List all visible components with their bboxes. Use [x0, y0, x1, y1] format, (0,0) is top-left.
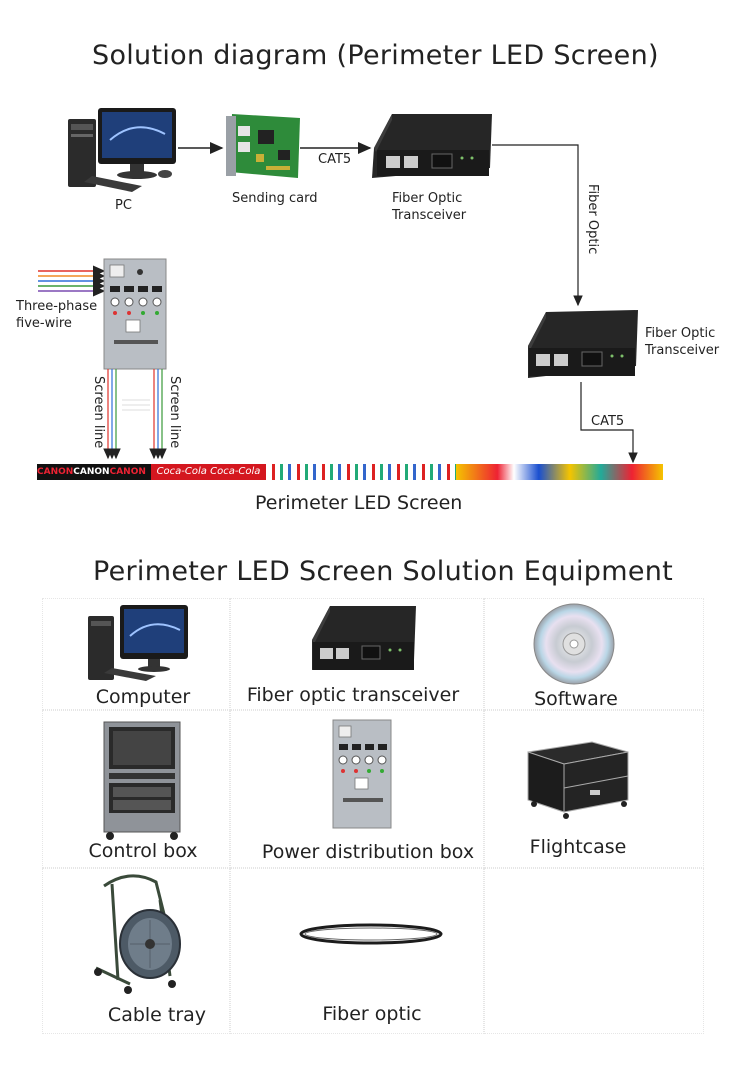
equipment-label-power-box: Power distribution box	[261, 841, 475, 863]
banner-text-5: Coca-Cola	[210, 466, 261, 477]
equipment-label-flightcase: Flightcase	[529, 836, 627, 858]
screen-line-label-right: Screen line	[167, 376, 182, 449]
banner-color-segment	[456, 464, 663, 480]
equipment-cell	[230, 710, 484, 868]
fiber-transceiver-label-1-line2: Transceiver	[392, 208, 467, 223]
equipment-title: Perimeter LED Screen Solution Equipment	[93, 556, 674, 587]
equipment-grid	[42, 598, 704, 1034]
equipment-cell	[484, 868, 704, 1034]
equipment-cell	[484, 710, 704, 868]
fiber-optic-vertical-label: Fiber Optic	[585, 184, 600, 255]
equipment-cell	[230, 598, 484, 710]
equipment-cell	[230, 868, 484, 1034]
fiber-transceiver-label-1-line1: Fiber Optic	[392, 191, 463, 206]
screen-line-label-left: Screen line	[91, 376, 106, 449]
banner-text-1: CANON	[37, 467, 74, 477]
equipment-cell	[42, 598, 230, 710]
equipment-cell	[42, 710, 230, 868]
sending-card-label: Sending card	[232, 191, 318, 206]
banner-text-3: CANON	[109, 467, 146, 477]
banner-text-2: CANON	[73, 467, 110, 477]
equipment-cell	[42, 868, 230, 1034]
banner-canon-segment: CANONCANONCANON	[37, 464, 151, 480]
screen-label: Perimeter LED Screen	[255, 492, 463, 514]
perimeter-led-banner: CANONCANONCANON Coca-Cola Coca-Cola	[37, 464, 663, 480]
three-phase-label-line2: five-wire	[16, 316, 72, 331]
three-phase-label: Three-phase five-wire	[16, 298, 97, 332]
equipment-label-cable-tray: Cable tray	[107, 1004, 207, 1026]
banner-cocacola-segment: Coca-Cola Coca-Cola	[151, 464, 266, 480]
fiber-transceiver-label-2-line2: Transceiver	[645, 343, 720, 358]
fiber-transceiver-label-2-line1: Fiber Optic	[645, 326, 716, 341]
pc-label: PC	[115, 198, 132, 213]
fiber-transceiver-label-2: Fiber Optic Transceiver	[645, 325, 719, 359]
equipment-label-computer: Computer	[95, 686, 191, 708]
three-phase-label-line1: Three-phase	[16, 299, 98, 314]
equipment-cell	[484, 598, 704, 710]
equipment-label-fiber-transceiver: Fiber optic transceiver	[246, 684, 460, 706]
cat5-label-top: CAT5	[318, 152, 352, 167]
cat5-label-bottom: CAT5	[591, 414, 625, 429]
equipment-label-fiber-optic: Fiber optic	[322, 1003, 422, 1025]
banner-text-4: Coca-Cola	[156, 466, 207, 477]
fiber-transceiver-label-1: Fiber Optic Transceiver	[392, 190, 466, 224]
equipment-label-control-box: Control box	[88, 840, 198, 862]
diagram-title: Solution diagram (Perimeter LED Screen)	[92, 40, 659, 71]
equipment-label-software: Software	[534, 688, 618, 710]
banner-stripes-segment	[266, 464, 456, 480]
